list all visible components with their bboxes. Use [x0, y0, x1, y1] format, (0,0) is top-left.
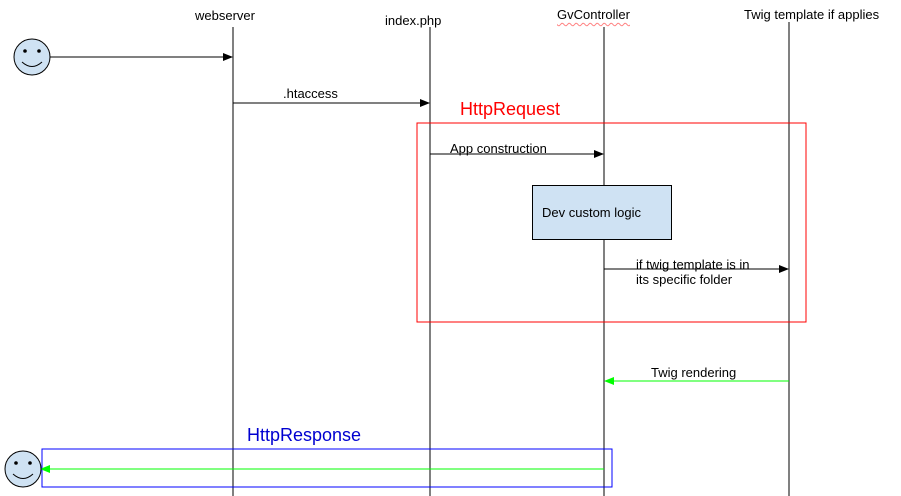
group-title-http-response: HttpResponse — [247, 425, 362, 445]
actor-user-bottom-icon — [4, 450, 42, 488]
message-label-twig-rendering: Twig rendering — [651, 365, 737, 380]
lifeline-label-webserver: webserver — [195, 8, 255, 23]
lifeline-label-gvcontroller: GvController — [557, 7, 630, 22]
lifeline-label-index-php: index.php — [385, 13, 442, 28]
message-label-htaccess: .htaccess — [283, 86, 338, 101]
actor-user-top-icon — [13, 38, 51, 76]
lifeline-label-twig-template: Twig template if applies — [744, 7, 880, 22]
group-title-http-request: HttpRequest — [460, 99, 561, 119]
message-label-twig-template-line1: if twig template is in — [636, 257, 750, 272]
process-box-dev-custom-logic: Dev custom logic — [532, 185, 672, 240]
process-box-label: Dev custom logic — [542, 205, 641, 220]
http-request-frame — [416, 122, 807, 323]
message-label-app-construction: App construction — [450, 141, 547, 156]
message-label-twig-template-line2: its specific folder — [636, 272, 733, 287]
http-response-frame — [41, 448, 613, 488]
